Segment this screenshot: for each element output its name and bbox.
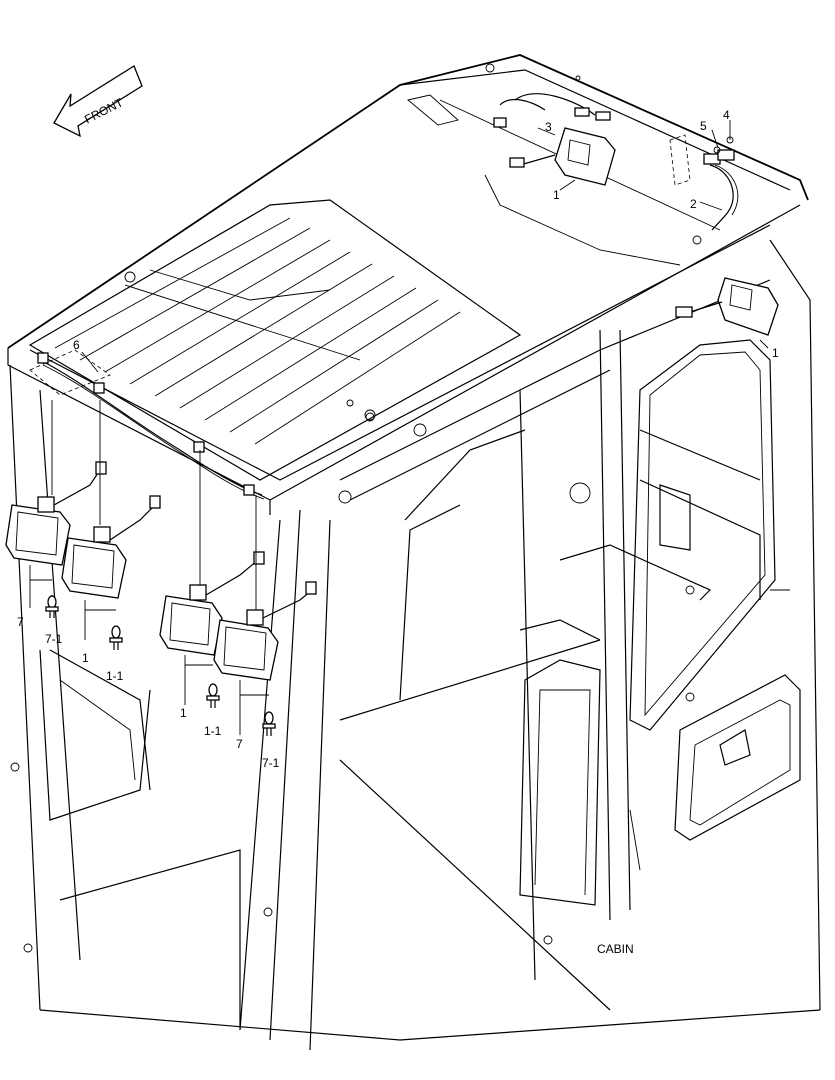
roof-grille (28, 199, 522, 481)
leader-lines (29, 120, 769, 735)
callout-3: 3 (545, 120, 552, 134)
work-lamp-1 (5, 461, 107, 566)
callout-5: 5 (700, 119, 707, 133)
callout-7-1-right: 7-1 (262, 756, 280, 770)
bulb-7-1-left (45, 595, 59, 618)
callout-7-1-left: 7-1 (45, 632, 63, 646)
callout-1-1-right: 1-1 (204, 724, 222, 738)
callout-7-left: 7 (17, 615, 24, 629)
bulb-7-1-right (262, 711, 276, 736)
front-arrow: FRONT (53, 65, 143, 138)
callout-1-rear-right: 1 (772, 346, 779, 360)
caption: CABIN (597, 942, 634, 956)
work-lamp-4 (213, 581, 317, 681)
rear-lamp-right (669, 134, 779, 336)
callout-4: 4 (723, 108, 730, 122)
bulb-1-1-right (206, 683, 220, 708)
bulb-1-1-left (109, 625, 123, 650)
callout-1-rear-left: 1 (553, 188, 560, 202)
cabin-body (9, 239, 821, 1051)
callout-2: 2 (690, 197, 697, 211)
callout-1-front-right: 1 (180, 706, 187, 720)
front-wire-harness (29, 349, 265, 500)
callout-6: 6 (73, 338, 80, 352)
rear-lamp-left (485, 63, 616, 186)
callout-1-front-left: 1 (82, 651, 89, 665)
callout-labels: 1 1 1 1 1-1 1-1 2 3 4 5 6 7 7 7-1 7-1 (17, 108, 779, 770)
work-lamp-3 (159, 551, 265, 656)
callout-1-1-left: 1-1 (106, 669, 124, 683)
work-lamp-2 (61, 495, 161, 599)
callout-7-right: 7 (236, 737, 243, 751)
